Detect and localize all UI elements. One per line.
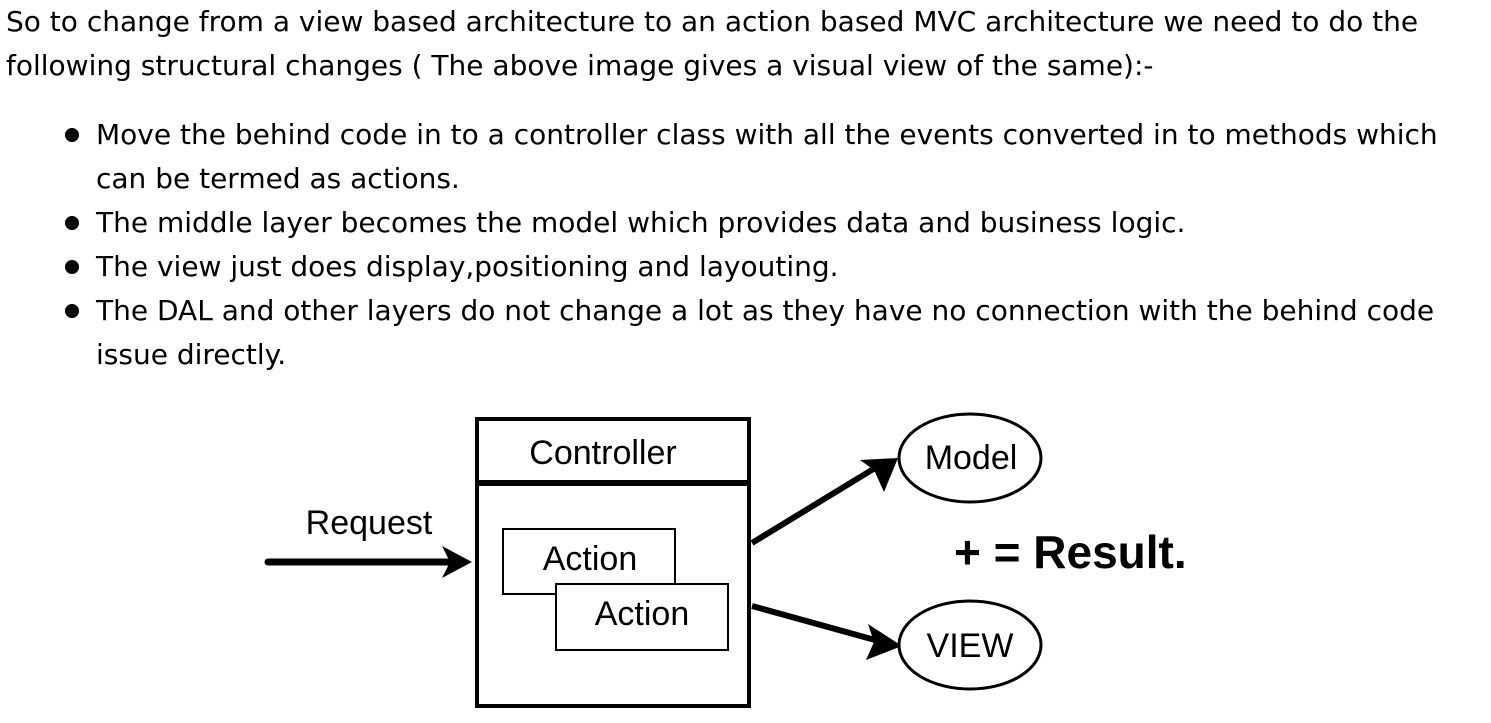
view-arrow-shaft — [751, 603, 876, 643]
request-arrowhead-icon — [442, 546, 472, 578]
bullet-icon — [65, 216, 79, 230]
model-arrow-shaft — [750, 465, 877, 546]
list-item: The view just does display,positioning a… — [0, 245, 1491, 289]
result-label: + = Result. — [954, 526, 1187, 578]
bullet-icon — [65, 128, 79, 142]
controller-label: Controller — [529, 434, 676, 472]
intro-paragraph: So to change from a view based architect… — [6, 5, 1419, 82]
view-label: VIEW — [927, 627, 1014, 665]
model-label: Model — [925, 439, 1018, 477]
bullet-icon — [65, 260, 79, 274]
view-ellipse — [897, 599, 1043, 691]
list-item: Move the behind code in to a controller … — [0, 113, 1491, 201]
bullet-icon — [65, 304, 79, 318]
list-item: The DAL and other layers do not change a… — [0, 289, 1491, 377]
bullet-text: The DAL and other layers do not change a… — [96, 294, 1435, 371]
bullet-text: The view just does display,positioning a… — [96, 250, 839, 283]
action-label-2: Action — [595, 595, 690, 633]
view-arrowhead-icon — [866, 624, 902, 660]
bullet-list: Move the behind code in to a controller … — [0, 113, 1491, 377]
bullet-text: The middle layer becomes the model which… — [96, 206, 1186, 239]
model-arrowhead-icon — [860, 458, 898, 492]
action-box-2 — [555, 583, 729, 651]
request-label: Request — [306, 504, 433, 542]
action-box-1 — [502, 528, 676, 595]
bullet-text: Move the behind code in to a controller … — [96, 118, 1438, 195]
model-ellipse — [897, 412, 1043, 504]
list-item: The middle layer becomes the model which… — [0, 201, 1491, 245]
controller-box — [475, 417, 751, 708]
action-label-1: Action — [543, 540, 638, 578]
